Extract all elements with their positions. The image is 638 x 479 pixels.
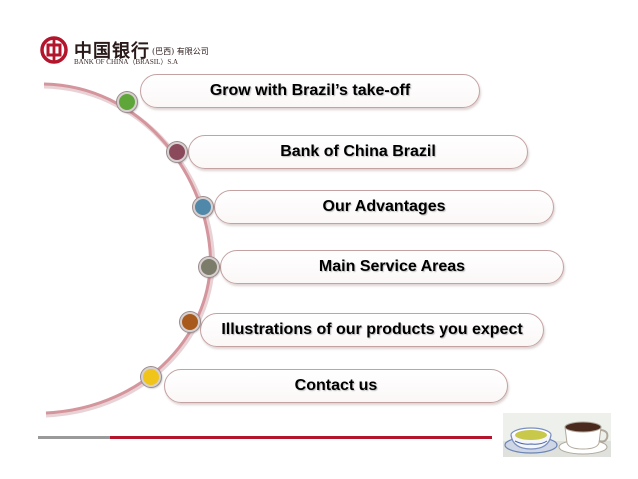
menu-item-product-illustrations[interactable]: Illustrations of our products you expect — [200, 313, 544, 347]
bank-name-chinese-suffix: (巴西) 有限公司 — [152, 47, 209, 56]
bullet-dot-brown-icon — [180, 312, 200, 332]
menu-item-label: Our Advantages — [322, 198, 446, 215]
footer-divider-red — [110, 436, 492, 439]
menu-item-label: Illustrations of our products you expect — [221, 321, 523, 338]
footer-divider-gray — [38, 436, 110, 439]
bank-logo[interactable]: 中国银行(巴西) 有限公司 BANK OF CHINA（BRASIL）S.A — [40, 36, 240, 70]
menu-item-main-service-areas[interactable]: Main Service Areas — [220, 250, 564, 284]
menu-item-label: Bank of China Brazil — [280, 143, 436, 160]
bullet-dot-gray-icon — [199, 257, 219, 277]
menu-item-label: Grow with Brazil’s take-off — [209, 82, 411, 99]
menu-item-bank-of-china-brazil[interactable]: Bank of China Brazil — [188, 135, 528, 169]
bullet-dot-green-icon — [117, 92, 137, 112]
menu-item-label: Contact us — [294, 377, 378, 394]
bank-of-china-emblem-icon — [40, 36, 68, 64]
menu-item-label: Main Service Areas — [318, 258, 466, 275]
menu-item-our-advantages[interactable]: Our Advantages — [214, 190, 554, 224]
tea-cups-photo — [503, 413, 611, 457]
bank-name-english: BANK OF CHINA（BRASIL）S.A — [74, 58, 179, 66]
bullet-dot-plum-icon — [167, 142, 187, 162]
menu-item-grow-with-brazil[interactable]: Grow with Brazil’s take-off — [140, 74, 480, 108]
bank-name-chinese: 中国银行(巴西) 有限公司 — [74, 41, 209, 62]
bullet-dot-blue-icon — [193, 197, 213, 217]
menu-item-contact-us[interactable]: Contact us — [164, 369, 508, 403]
bullet-dot-yellow-icon — [141, 367, 161, 387]
